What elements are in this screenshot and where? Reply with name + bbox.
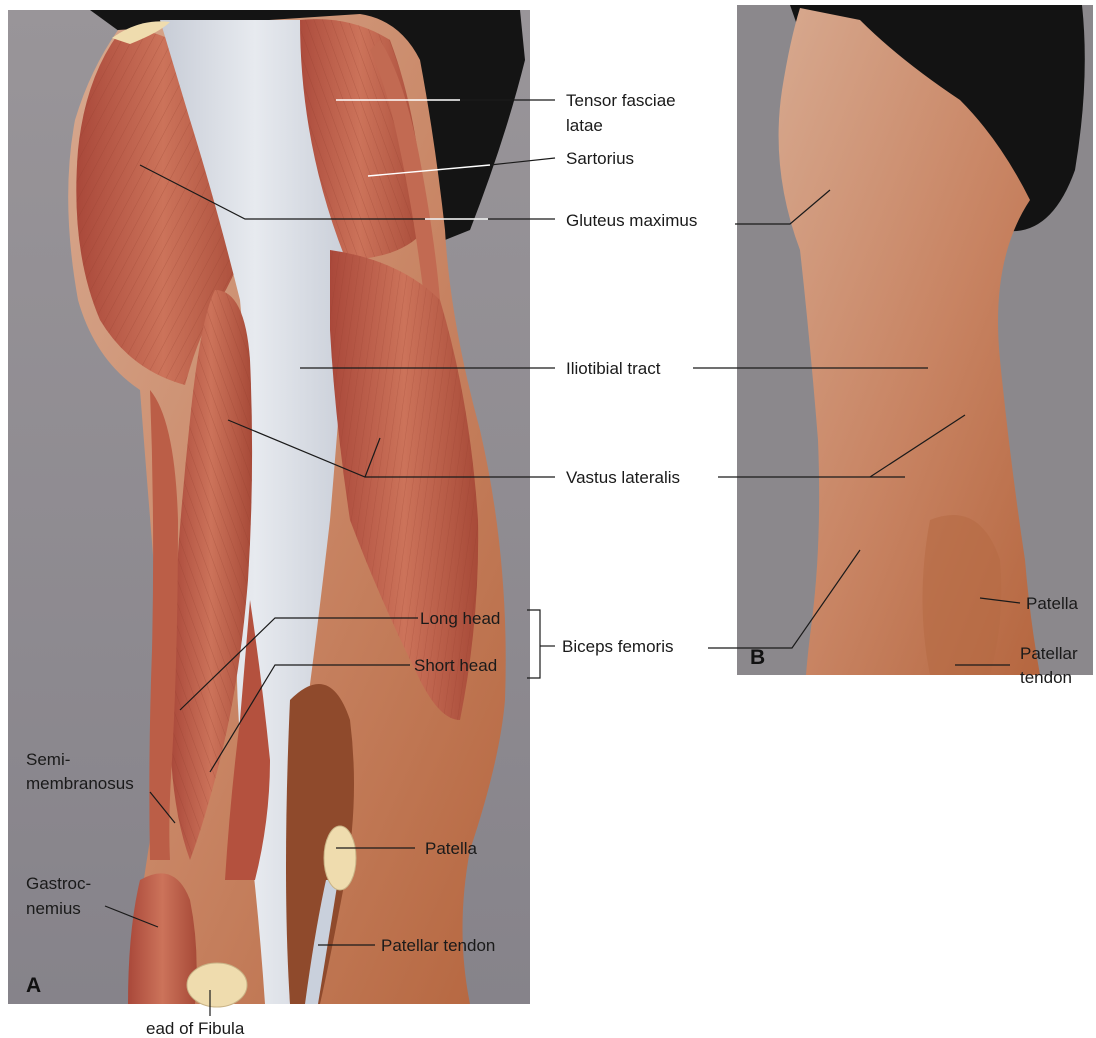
label-head-of-fibula: ead of Fibula (146, 1019, 245, 1038)
panel-b-letter: B (750, 646, 765, 669)
label-semimembranosus-line1: Semi- (26, 750, 70, 769)
patella-bone (324, 826, 356, 890)
label-semimembranosus-line2: membranosus (26, 774, 134, 793)
label-gastrocnemius-line1: Gastroc- (26, 874, 91, 893)
label-patellar-tendon-b-line2: tendon (1020, 668, 1072, 687)
head-of-fibula-bone (187, 963, 247, 1007)
gastrocnemius-muscle (128, 873, 197, 1004)
label-iliotibial-tract: Iliotibial tract (566, 359, 661, 378)
label-patellar-tendon-a: Patellar tendon (381, 936, 495, 955)
label-short-head: Short head (414, 656, 497, 675)
panel-a-letter: A (26, 974, 41, 997)
label-biceps-femoris: Biceps femoris (562, 637, 673, 656)
label-sartorius: Sartorius (566, 149, 634, 168)
label-vastus-lateralis: Vastus lateralis (566, 468, 680, 487)
label-gastrocnemius-line2: nemius (26, 899, 81, 918)
label-long-head: Long head (420, 609, 500, 628)
panel-b-knee-shadow (923, 515, 1002, 675)
label-patella-b: Patella (1026, 594, 1079, 613)
label-gluteus-maximus: Gluteus maximus (566, 211, 697, 230)
label-patella-a: Patella (425, 839, 478, 858)
label-tensor-fasciae-latae-line1: Tensor fasciae (566, 91, 676, 110)
label-tensor-fasciae-latae-line2: latae (566, 116, 603, 135)
label-patellar-tendon-b-line1: Patellar (1020, 644, 1078, 663)
panel-b-photo: B (737, 5, 1093, 675)
